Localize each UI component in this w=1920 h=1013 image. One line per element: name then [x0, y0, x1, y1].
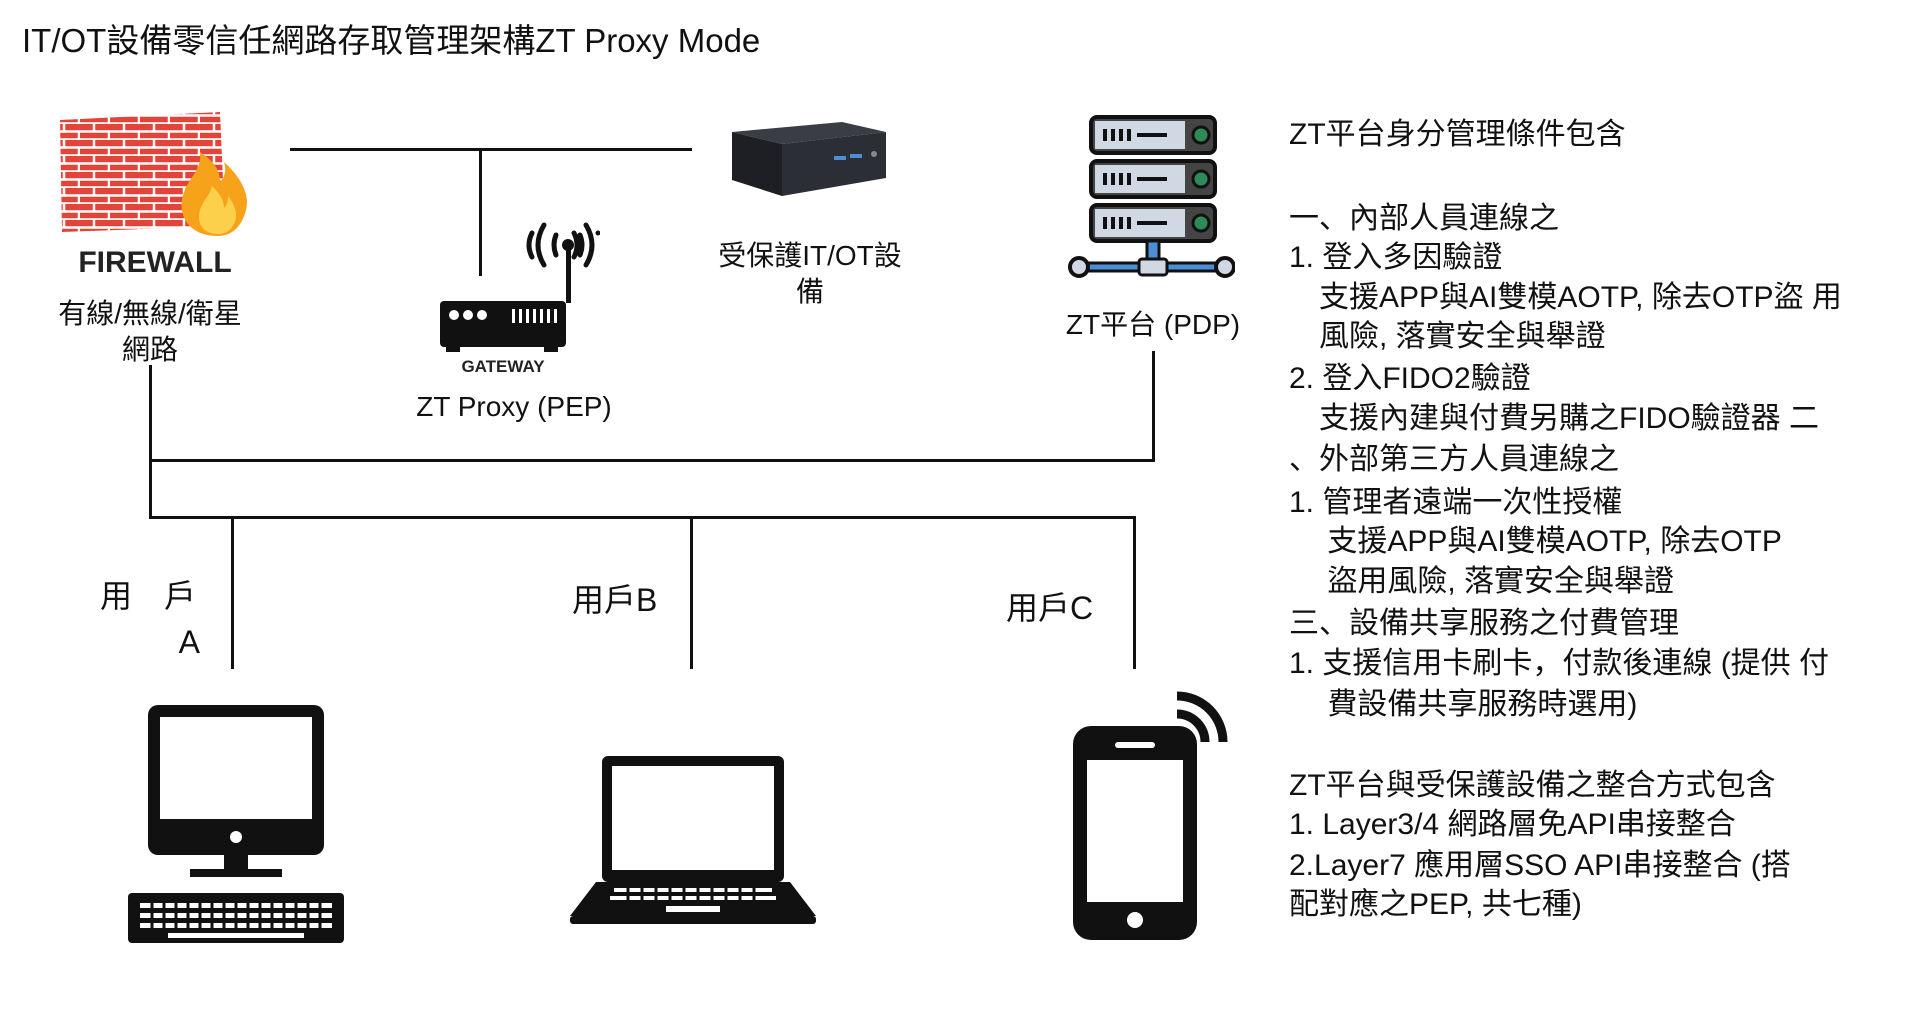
gateway-router-icon [440, 222, 601, 352]
pdp-drop-line [1152, 351, 1155, 462]
laptop-node [570, 756, 816, 931]
panel-line: 支援APP與AI雙模AOTP, 除去OTP [1289, 525, 1782, 558]
user-c-label: 用戶C [1006, 590, 1094, 626]
firewall-label: 有線/無線/衛星 網路 [40, 296, 260, 368]
firewall-node: FIREWALL [50, 108, 265, 279]
gateway-logo-text: GATEWAY [461, 357, 545, 376]
firewall-icon [60, 112, 248, 236]
panel-line: 、外部第三方人員連線之 [1289, 443, 1619, 476]
panel-line: 配對應之PEP, 共七種) [1289, 888, 1582, 921]
user-a-line [231, 516, 234, 669]
pdp-bus-line [149, 459, 1155, 462]
panel-line: 1. Layer3/4 網路層免API串接整合 [1289, 808, 1736, 841]
panel-line: 1. 登入多因驗證 [1289, 241, 1503, 274]
firewall-label-line2: 網路 [121, 334, 178, 365]
user-b-line [690, 516, 693, 669]
page-title: IT/OT設備零信任網路存取管理架構ZT Proxy Mode [22, 22, 761, 59]
panel-line: 1. 管理者遠端一次性授權 [1289, 486, 1623, 519]
user-a-label-line1: 用 戶 [100, 578, 197, 614]
firewall-logo-text: FIREWALL [78, 246, 232, 279]
panel-line: 支援APP與AI雙模AOTP, 除去OTP盜 用 [1289, 281, 1842, 314]
panel-line: 費設備共享服務時選用) [1289, 688, 1638, 721]
panel-line: 支援內建與付費另購之FIDO驗證器 二 [1289, 402, 1819, 435]
panel-line: 1. 支援信用卡刷卡，付款後連線 (提供 付 [1289, 647, 1830, 680]
smartphone-node [1073, 690, 1233, 947]
protected-device-node [722, 118, 888, 200]
smartphone-icon [1073, 691, 1228, 940]
mini-pc-icon [732, 122, 886, 196]
desktop-computer-icon [128, 705, 344, 943]
integration-heading: ZT平台與受保護設備之整合方式包含 [1289, 769, 1776, 802]
top-link-line [290, 148, 692, 151]
desktop-computer-node [128, 705, 344, 948]
identity-heading: ZT平台身分管理條件包含 [1289, 118, 1626, 151]
panel-line: 盜用風險, 落實安全與舉證 [1289, 565, 1675, 598]
zt-platform-node [1065, 113, 1236, 285]
server-icon [1068, 115, 1236, 278]
gateway-node: GATEWAY [440, 215, 601, 376]
firewall-label-line1: 有線/無線/衛星 [58, 298, 242, 329]
panel-line: 2.Layer7 應用層SSO API串接整合 (搭 [1289, 849, 1791, 882]
user-c-line [1133, 516, 1136, 669]
gateway-drop-line [479, 148, 482, 276]
panel-line: 2. 登入FIDO2驗證 [1289, 362, 1531, 395]
laptop-icon [570, 756, 816, 924]
panel-line: 風險, 落實安全與舉證 [1289, 320, 1606, 353]
user-a-label-line2: A [178, 624, 200, 660]
gateway-label: ZT Proxy (PEP) [416, 391, 612, 422]
user-a-label: 用 戶 A [90, 573, 210, 665]
protected-device-label-line2: 備 [795, 276, 824, 307]
panel-line: 一、內部人員連線之 [1289, 202, 1559, 235]
protected-device-label: 受保護IT/OT設 備 [700, 238, 920, 310]
firewall-drop-line [149, 365, 152, 519]
user-bus-line [149, 516, 1135, 519]
zt-platform-label: ZT平台 (PDP) [1065, 309, 1241, 340]
user-b-label: 用戶B [572, 582, 658, 618]
panel-line: 三、設備共享服務之付費管理 [1289, 607, 1679, 640]
protected-device-label-line1: 受保護IT/OT設 [718, 240, 902, 271]
